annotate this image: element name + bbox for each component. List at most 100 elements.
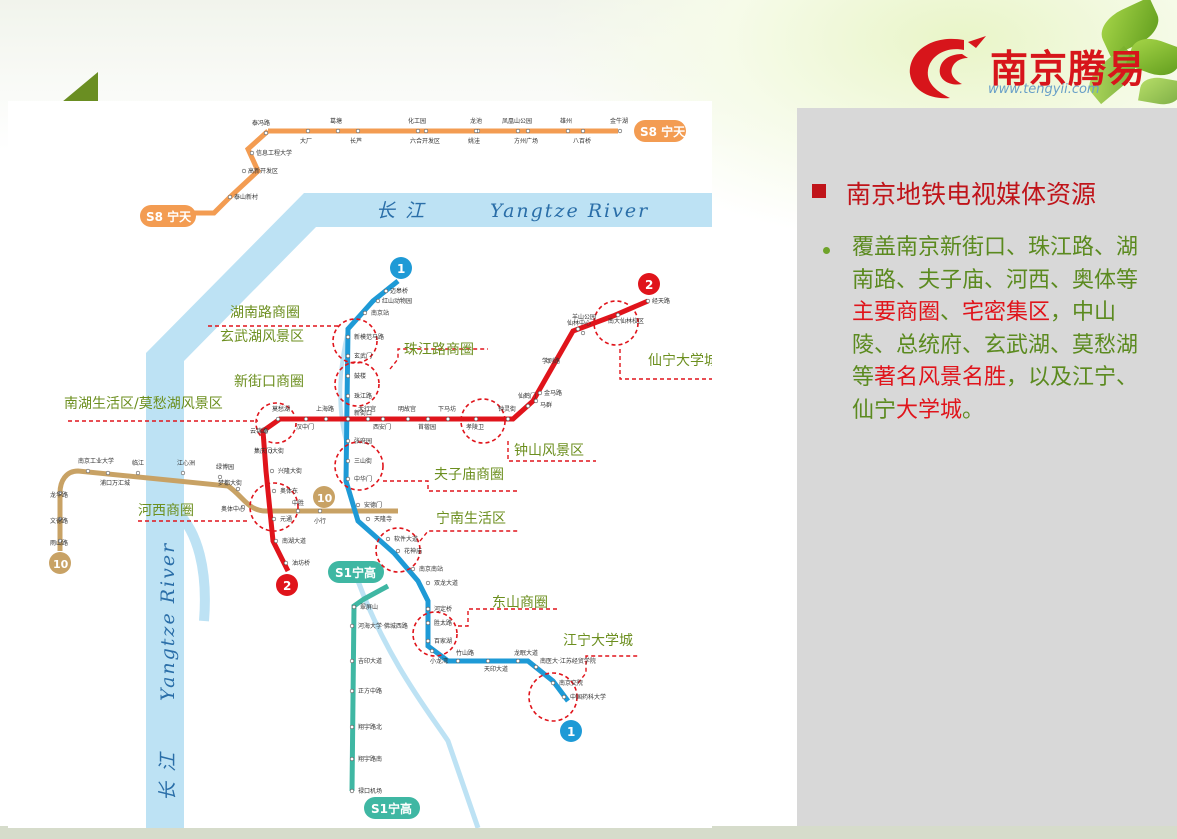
station-label: 小龙湾 (430, 657, 448, 665)
station-dot (217, 474, 223, 480)
station-label: 吉印大道 (358, 657, 382, 665)
station-dot (271, 488, 277, 494)
station-label: 兴隆大街 (278, 467, 302, 475)
station-label: 竹山路 (456, 649, 474, 657)
station-dot (415, 128, 421, 134)
river-branch-upper (338, 330, 350, 442)
line10-label-left: 10 (53, 558, 69, 571)
station-dot (355, 502, 361, 508)
station-dot (580, 330, 586, 336)
station-dot (395, 548, 401, 554)
line10-badge-right (313, 486, 335, 508)
station-label: 凤凰山公园 (502, 117, 532, 125)
station-dot (271, 516, 277, 522)
station-label: 大厂 (300, 137, 312, 145)
station-label: 元通 (280, 515, 292, 523)
section-heading: 南京地铁电视媒体资源 (846, 180, 1097, 209)
line1-label-top: 1 (397, 262, 405, 276)
station-dot (575, 326, 581, 332)
station-label: 仙林中心 (567, 319, 591, 327)
station-dot (345, 416, 351, 422)
metro-map: 长 江 Yangtze River 长 江 Yangtze River S8 宁… (8, 101, 712, 828)
station-dot (615, 312, 621, 318)
station-label: 大行宫 (358, 405, 376, 413)
region-label-xianning: 仙宁大学城 (648, 352, 712, 369)
station-label: 胜太路 (434, 619, 452, 627)
station-label: 禄口机场 (358, 787, 382, 795)
heading-bullet-icon (812, 184, 826, 198)
station-dot (345, 353, 351, 359)
coverage-paragraph: 覆盖南京新街口、珠江路、湖南路、夫子庙、河西、奥体等主要商圈、宅密集区，中山陵、… (852, 232, 1152, 427)
station-dot (323, 416, 329, 422)
line1-label-bottom: 1 (567, 725, 575, 739)
station-label: 河海大学·佛城西路 (358, 622, 408, 630)
station-dot (351, 604, 357, 610)
station-label: 南京南站 (419, 565, 443, 573)
station-label: 龙华路 (50, 491, 68, 499)
brand-url: www.tengyii.com (988, 82, 1100, 97)
station-label: 下马坊 (438, 405, 456, 413)
station-dot (485, 658, 491, 664)
station-label: 金牛湖 (610, 117, 628, 125)
station-label: 新模范马路 (354, 333, 384, 341)
station-label: 集庆门大街 (254, 447, 284, 455)
station-dot (425, 638, 431, 644)
station-dot (473, 128, 479, 134)
station-dot (425, 580, 431, 586)
station-dot (349, 756, 355, 762)
station-dot (473, 416, 479, 422)
region-label-zhongshan: 钟山风景区 (514, 442, 584, 459)
region-label-xinjiekou: 新街口商圈 (234, 374, 304, 390)
station-dot (235, 486, 241, 492)
station-dot (273, 538, 279, 544)
brand-logo[interactable]: 南京腾易 www.tengyii.com (902, 28, 1162, 106)
station-dot (85, 468, 91, 474)
highlight-text: 大学城 (896, 397, 963, 423)
station-label: 梦都大街 (218, 479, 242, 487)
highlight-text: 著名风景名胜 (874, 365, 1007, 390)
station-dot (362, 310, 368, 316)
station-dot (445, 416, 451, 422)
stations-layer: 葛塘化工园龙池凤凰山公园雄州金牛湖大厂长芦六合开发区姚洼方州广场八百桥泰冯路信息… (50, 117, 670, 795)
station-dot (345, 393, 351, 399)
station-label: 珠江路 (354, 392, 372, 400)
s8-label-left: S8 宁天 (146, 209, 192, 224)
region-label-ningnan: 宁南生活区 (436, 510, 506, 527)
paragraph-text: 。 (962, 397, 985, 423)
station-label: 张府园 (354, 437, 372, 445)
highlight-text: 宅密集区 (962, 300, 1051, 325)
line-s8: S8 宁天 S8 宁天 (140, 120, 686, 227)
station-label: 学则路 (542, 357, 560, 365)
station-label: 西安门 (373, 423, 391, 431)
station-label: 泰山新村 (234, 193, 258, 201)
paragraph-text: ，中山陵、总统府、玄武湖、莫愁湖等 (852, 300, 1139, 390)
station-dot (533, 398, 539, 404)
line-1: 1 1 (343, 257, 582, 742)
station-label: 小行 (314, 517, 326, 525)
station-label: 奥体中心 (221, 505, 245, 513)
station-dot (249, 150, 255, 156)
station-label: 明故宫 (398, 405, 416, 413)
region-label-fuzimiao: 夫子庙商圈 (434, 467, 504, 483)
station-dot (550, 680, 556, 686)
station-label: 苜蓿园 (418, 423, 436, 431)
station-dot (57, 516, 63, 522)
station-dot (105, 470, 111, 476)
station-label: 六合开发区 (410, 137, 440, 145)
paragraph-text: 、 (940, 300, 963, 325)
station-label: 软件大道 (394, 535, 418, 543)
station-dot (349, 724, 355, 730)
station-dot (525, 128, 531, 134)
region-label-zhujianglu: 珠江路商圈 (404, 342, 474, 358)
station-label: 龙眠大道 (514, 649, 538, 657)
station-dot (275, 416, 281, 422)
station-label: 南京交院 (559, 679, 583, 687)
station-dot (349, 788, 355, 794)
station-label: 花神庙 (404, 547, 422, 555)
s1-label-bottom: S1宁高 (371, 801, 412, 816)
station-label: 安德门 (364, 501, 382, 509)
station-dot (57, 538, 63, 544)
station-label: 鼓楼 (354, 372, 366, 380)
brand-name: 南京腾易 (990, 47, 1147, 91)
station-dot (263, 428, 269, 434)
